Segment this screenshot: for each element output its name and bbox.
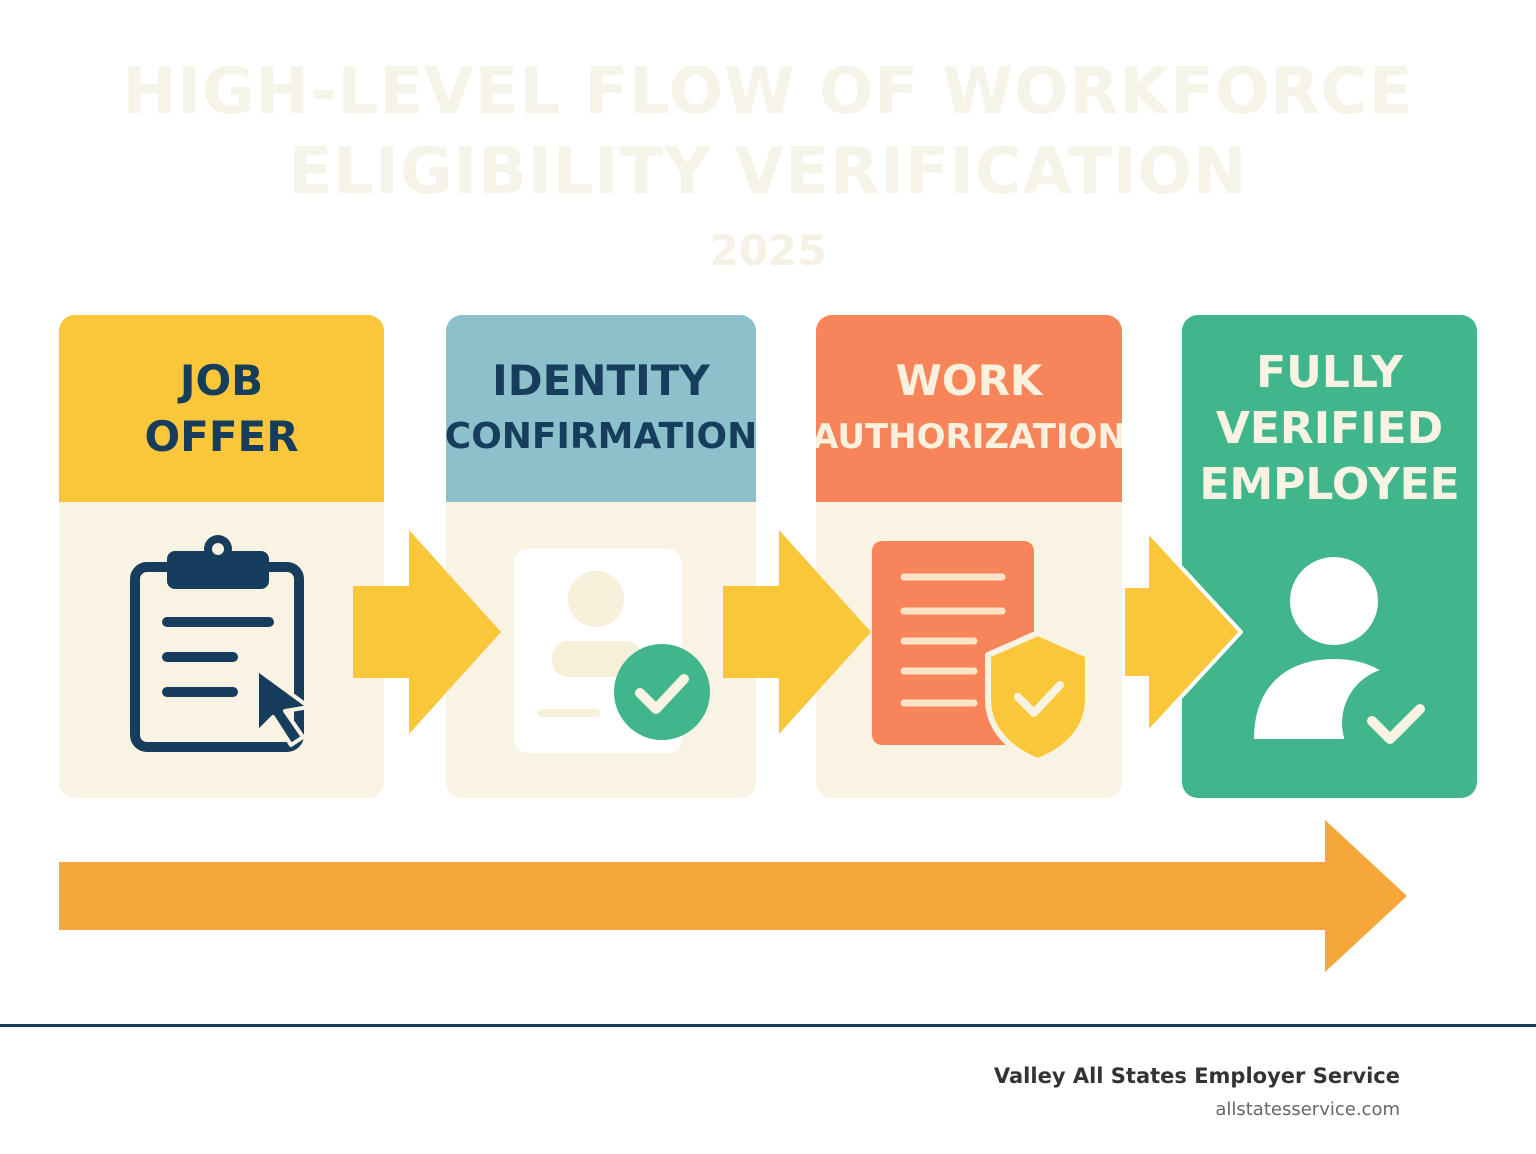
connector-arrow-3 [1123,530,1243,734]
step-label-line-2: AUTHORIZATION [816,416,1122,457]
step-label-line-1: FULLY [1256,347,1403,398]
id-card-check-icon [514,549,710,753]
diagram-title: HIGH-LEVEL FLOW OF WORKFORCE ELIGIBILITY… [0,52,1536,212]
step-header: WORK AUTHORIZATION [816,315,1122,502]
step-label-line-1: WORK [895,355,1043,405]
step-label-line-1: JOB [179,355,264,405]
verified-person-icon [1254,557,1438,755]
step-label-line-2: CONFIRMATION [446,415,756,457]
connector-arrow-2 [723,530,871,734]
step-card-identity-confirmation: IDENTITY CONFIRMATION [446,315,756,798]
clipboard-cursor-icon [130,535,311,752]
step-header: FULLY VERIFIED EMPLOYEE [1182,345,1477,595]
step-label-line-1: IDENTITY [492,355,710,405]
step-label-line-2: VERIFIED [1215,403,1444,454]
step-card-fully-verified-employee: FULLY VERIFIED EMPLOYEE [1182,315,1477,798]
step-card-work-authorization: WORK AUTHORIZATION [816,315,1122,798]
step-header: JOB OFFER [59,315,384,502]
company-name: Valley All States Employer Service [993,1064,1400,1088]
connector-arrow-1 [353,530,501,734]
document-shield-icon [872,541,1091,764]
company-url: allstatesservice.com [1215,1099,1400,1120]
footer-divider [0,1024,1536,1027]
title-line-1: HIGH-LEVEL FLOW OF WORKFORCE [122,55,1414,129]
step-card-job-offer: JOB OFFER [59,315,384,798]
step-label-line-3: EMPLOYEE [1199,459,1460,510]
progress-arrow [59,820,1407,972]
step-label-line-2: OFFER [144,411,299,461]
step-header: IDENTITY CONFIRMATION [446,315,756,502]
diagram-year: 2025 [709,226,827,275]
title-line-2: ELIGIBILITY VERIFICATION [288,135,1248,209]
